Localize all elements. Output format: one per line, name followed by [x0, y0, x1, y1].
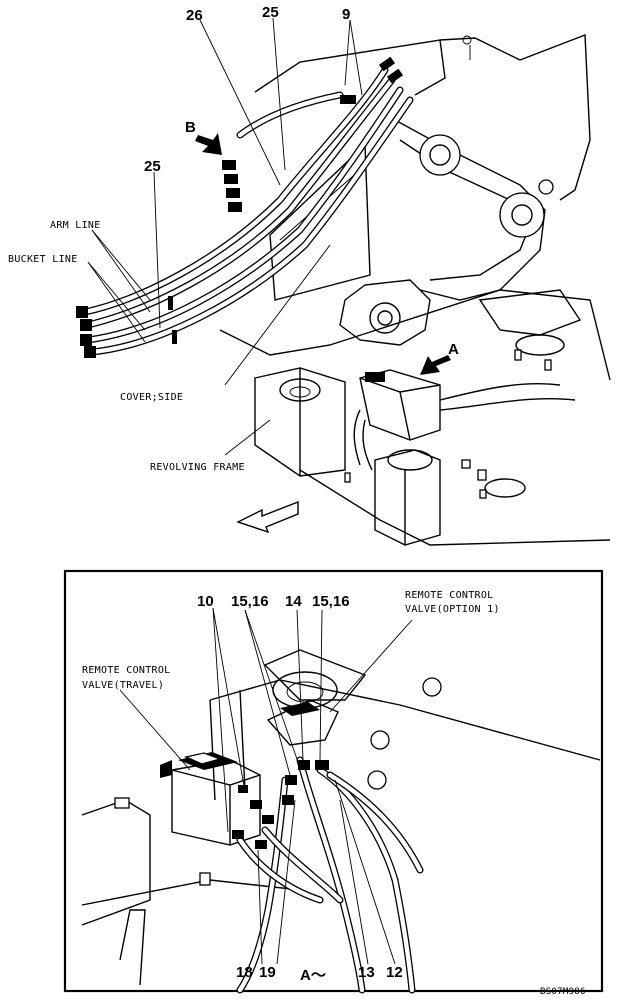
part-number-13: 13: [358, 964, 375, 981]
arm-line-label: ARM LINE: [50, 220, 101, 231]
detail-leader-lines: [119, 607, 413, 965]
drawing-code: BS07M986: [540, 987, 586, 997]
top-assembly-view: 26 25 9 25 B A ARM LINE BUCKET LINE COVE…: [8, 4, 611, 546]
part-number-9: 9: [342, 6, 350, 23]
view-b-label: B: [185, 119, 196, 136]
valve-travel-label-line2: VALVE(TRAVEL): [82, 680, 164, 691]
boom-pin-boss: [419, 134, 461, 176]
cylinder-pin-hole: [511, 204, 533, 226]
detail-hoses: [236, 756, 424, 994]
detail-bracket: [263, 649, 367, 701]
valve-option-label-line1: REMOTE CONTROL: [405, 590, 494, 601]
cylinder-pin-boss: [499, 192, 545, 238]
bucket-line-label: BUCKET LINE: [8, 254, 78, 265]
view-b-arrow: [195, 133, 222, 155]
part-number-18: 18: [236, 964, 253, 981]
boom-bolt: [538, 179, 554, 195]
hose-fitting-stack: [222, 160, 242, 212]
detail-view-a: 10 15,16 14 15,16 REMOTE CONTROL VALVE(O…: [63, 569, 604, 994]
part-number-25-left: 25: [144, 158, 161, 175]
part-number-14: 14: [285, 593, 302, 610]
spacers: [367, 677, 442, 790]
top-fittings: [340, 56, 404, 104]
view-a-title: A～: [300, 967, 326, 984]
deck-bolts: [344, 349, 552, 499]
part-number-25-top: 25: [262, 4, 279, 21]
cover-side-label: COVER;SIDE: [120, 392, 183, 403]
valve-travel-label-line1: REMOTE CONTROL: [82, 665, 171, 676]
part-number-15-16-b: 15,16: [312, 593, 350, 610]
remote-control-valve-top: [359, 369, 441, 441]
valve-option-label-line2: VALVE(OPTION 1): [405, 604, 500, 615]
part-number-10: 10: [197, 593, 214, 610]
part-number-15-16-a: 15,16: [231, 593, 269, 610]
view-a-label: A: [448, 341, 459, 358]
hose-fittings: [76, 306, 96, 358]
detail-frame: [63, 569, 604, 993]
detail-fittings: [232, 760, 329, 849]
top-leader-lines: [87, 17, 363, 456]
part-number-12: 12: [386, 964, 403, 981]
boom-pin-hole: [429, 144, 451, 166]
side-cover-plate: [269, 143, 371, 301]
boom-foot-pin: [369, 302, 401, 334]
hose-bundle: [81, 66, 414, 356]
forward-direction-arrow: [236, 500, 299, 534]
view-a-arrow: [420, 355, 451, 375]
part-number-19: 19: [259, 964, 276, 981]
part-number-26: 26: [186, 7, 203, 24]
revolving-frame-label: REVOLVING FRAME: [150, 462, 245, 473]
